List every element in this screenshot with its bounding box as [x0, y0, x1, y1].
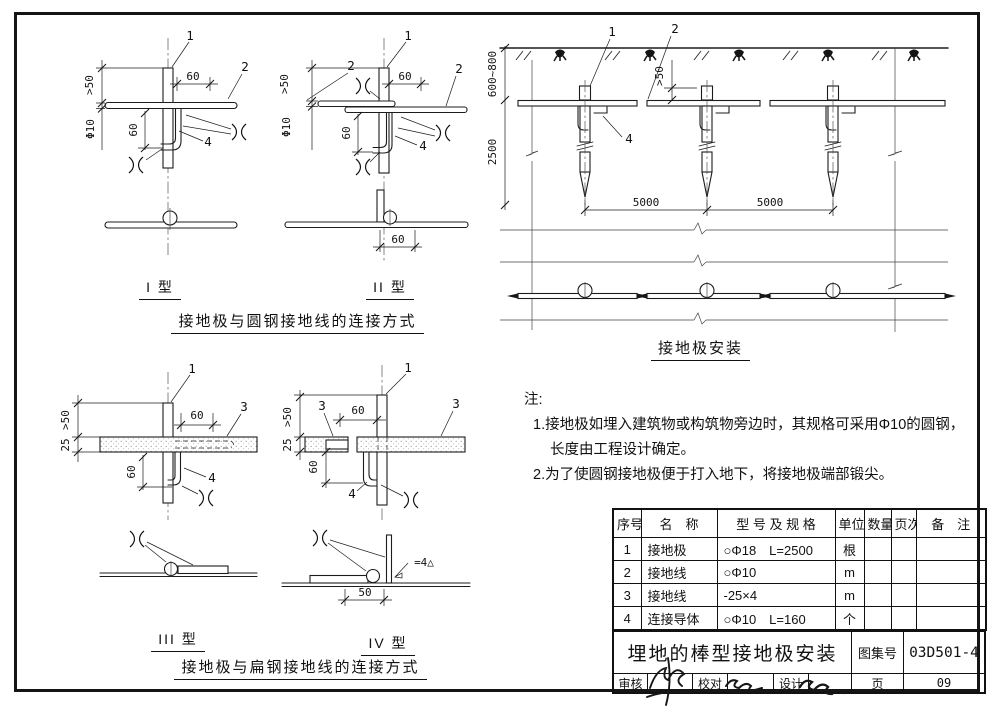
diagram-type-ii: 1 2 2 60 >50 Φ10 60 4	[278, 28, 469, 262]
dim-60v: 60	[125, 465, 138, 478]
dim-60: 60	[351, 404, 364, 417]
part-label-4: 4	[204, 134, 212, 149]
part-label-4: 4	[419, 138, 427, 153]
checker-label: 校对	[693, 674, 728, 692]
weld-symbol	[355, 158, 371, 176]
diagram-type-i: 1 2 60 4 60 >50 Φ10	[83, 28, 249, 258]
col-page: 页次	[890, 508, 917, 538]
dim-60: 60	[190, 409, 203, 422]
page-border	[14, 12, 980, 692]
caption-type-i: I 型	[112, 277, 208, 300]
table-row: 3 接地线 -25×4 m	[612, 583, 987, 607]
caption-type-ii: II 型	[342, 277, 438, 300]
weld-symbol	[355, 77, 371, 95]
dim-spacing: 5000	[633, 196, 660, 209]
note-1-line-2: 长度由工程设计确定。	[550, 442, 695, 458]
part-label-1: 1	[608, 24, 616, 39]
part-label-4: 4	[208, 470, 216, 485]
diagram-type-iii: 1 3 60 >50 25 60 4	[59, 361, 258, 578]
dim-60v: 60	[307, 460, 320, 473]
part-label-4: 4	[625, 131, 633, 146]
part-label-4: 4	[348, 486, 356, 501]
part-label-2: 2	[347, 58, 355, 73]
col-qty: 数量	[863, 508, 892, 538]
dim-50-plan: 50	[358, 586, 371, 599]
parts-table: 序号 名 称 型 号 及 规 格 单位 数量 页次 备 注 1 接地极 ○Φ18…	[612, 508, 987, 631]
plan-view-type-iii	[99, 530, 258, 578]
part-label-3: 3	[318, 398, 326, 413]
diagram-type-iv: 1 3 3 60 >50 25 60 4	[281, 360, 471, 606]
dim-gt50: >50	[278, 74, 291, 94]
caption-round-connection: 接地极与圆钢接地线的连接方式	[140, 310, 455, 334]
table-row: 2 接地线 ○Φ10 m	[612, 560, 987, 584]
col-no: 序号	[612, 508, 642, 538]
note-1-line-1: 1.接地极如埋入建筑物或构筑物旁边时，其规格可采用Φ10的圆钢，	[533, 417, 965, 433]
weld-symbol	[128, 156, 144, 174]
dim-gt50: >50	[59, 410, 72, 430]
table-row: 1 接地极 ○Φ18 L=2500 根	[612, 537, 987, 561]
notes-block: 注: 1.接地极如埋入建筑物或构筑物旁边时，其规格可采用Φ10的圆钢， 长度由工…	[524, 388, 979, 488]
page-label: 页	[852, 674, 904, 692]
reviewer-signature-cell	[648, 674, 693, 692]
installation-plan	[500, 222, 956, 325]
atlas-no-value: 03D501-4	[904, 632, 984, 674]
caption-type-iii: III 型	[126, 629, 230, 652]
dim-60v: 60	[127, 123, 140, 136]
notes-label: 注:	[524, 392, 543, 408]
dim-gt50: >50	[281, 407, 294, 427]
part-label-2: 2	[241, 59, 249, 74]
dim-60: 60	[186, 70, 199, 83]
part-label-3: 3	[240, 399, 248, 414]
col-remark: 备 注	[915, 508, 987, 538]
plan-view-type-iv: =4△ 50	[281, 529, 471, 606]
dim-phi10: Φ10	[280, 117, 293, 137]
title-block: 埋地的棒型接地极安装 图集号 03D501-4 审核 校对 设计 页 09	[612, 630, 986, 694]
caption-installation: 接地极安装	[598, 337, 803, 361]
dim-60: 60	[398, 70, 411, 83]
weld-symbol	[231, 123, 247, 141]
dim-phi10: Φ10	[84, 119, 97, 139]
dim-60-plan: 60	[391, 233, 404, 246]
weld-symbol	[129, 530, 145, 548]
dim-gt50: >50	[83, 75, 96, 95]
part-label-1: 1	[404, 28, 412, 43]
col-spec: 型 号 及 规 格	[716, 508, 836, 538]
weld-symbol	[198, 489, 214, 507]
designer-signature-cell	[809, 674, 852, 692]
part-label-2: 2	[455, 61, 463, 76]
checker-signature-cell	[728, 674, 774, 692]
col-name: 名 称	[640, 508, 718, 538]
designer-label: 设计	[774, 674, 809, 692]
dim-25: 25	[59, 438, 72, 451]
part-label-1: 1	[186, 28, 194, 43]
page-no-value: 09	[936, 676, 952, 690]
dim-spacing: 5000	[757, 196, 784, 209]
weld-symbol	[312, 529, 328, 547]
note-2: 2.为了使圆钢接地极便于打入地下，将接地极端部锻尖。	[533, 467, 894, 483]
part-label-2: 2	[671, 21, 679, 36]
atlas-no-label: 图集号	[852, 632, 904, 674]
reviewer-label: 审核	[614, 674, 648, 692]
dim-25: 25	[281, 438, 294, 451]
dim-60v: 60	[340, 126, 353, 139]
part-label-3: 3	[452, 396, 460, 411]
part-label-1: 1	[404, 360, 412, 375]
part-label-1: 1	[188, 361, 196, 376]
plan-view-type-i	[104, 208, 238, 230]
weld-symbol	[403, 491, 419, 509]
plan-view-type-ii: 60	[284, 189, 469, 252]
weld-size-note: =4△	[414, 556, 434, 569]
caption-flat-connection: 接地极与扁钢接地线的连接方式	[138, 656, 463, 680]
caption-type-iv: IV 型	[336, 633, 440, 656]
dim-burial-depth: 600~800	[486, 51, 499, 97]
installation-elevation: 1 2 >50 4 600~800 2500 5000 5000	[486, 21, 949, 332]
table-header-row: 序号 名 称 型 号 及 规 格 单位 数量 页次 备 注	[612, 508, 987, 538]
dim-rod-length: 2500	[486, 139, 499, 166]
drawing-title: 埋地的棒型接地极安装	[614, 632, 852, 674]
dim-gt50: >50	[653, 66, 666, 86]
table-row: 4 连接导体 ○Φ10 L=160 个	[612, 606, 987, 631]
weld-symbol	[435, 124, 451, 142]
col-unit: 单位	[834, 508, 865, 538]
